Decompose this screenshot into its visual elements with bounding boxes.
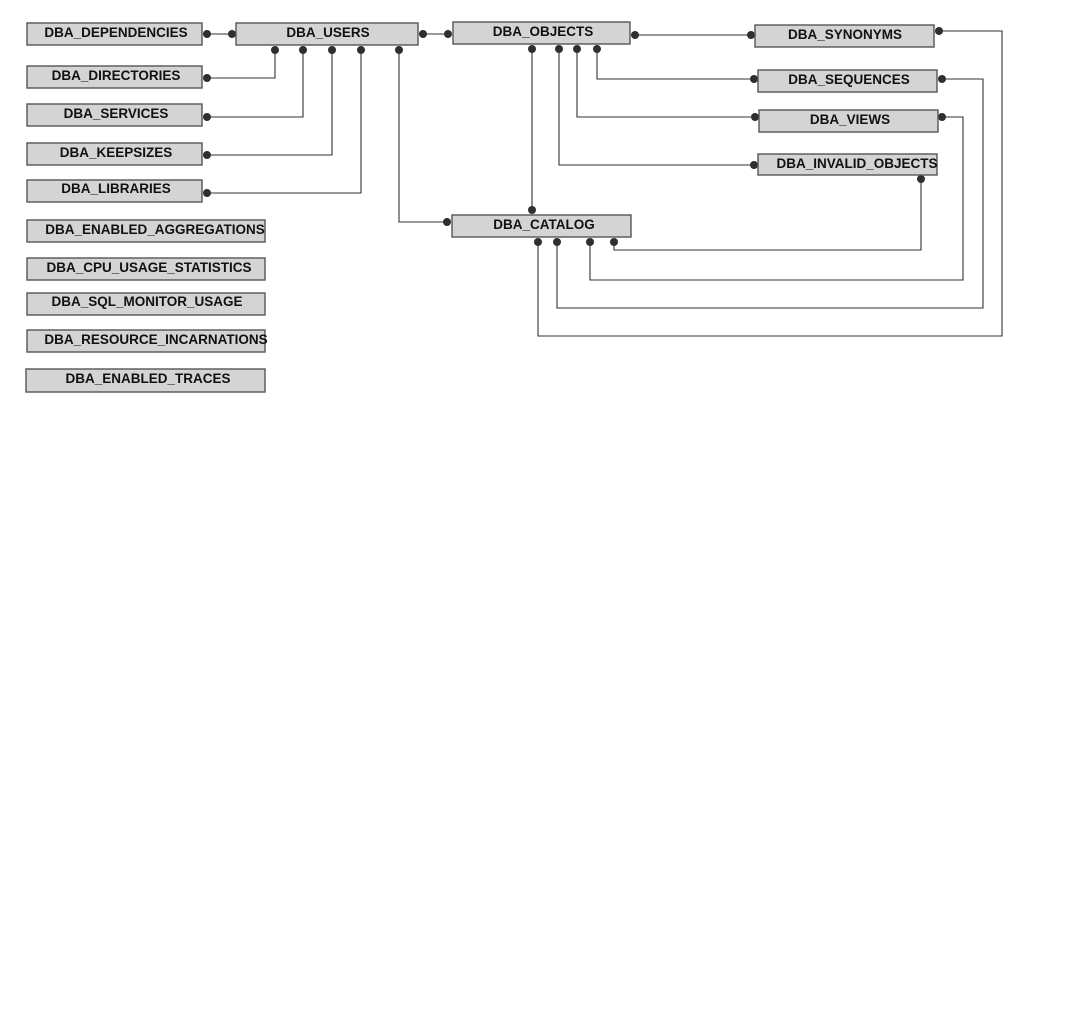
connector-line xyxy=(207,50,276,79)
connector-line xyxy=(558,49,754,166)
connector-endpoint-dot xyxy=(299,46,307,54)
connector-dba_objects-to-dba_invalid_objects xyxy=(555,45,758,169)
connector-line xyxy=(207,50,362,194)
connector-dba_users-to-dba_keepsizes xyxy=(203,46,336,159)
connector-dba_users-to-dba_objects xyxy=(419,30,452,38)
connector-line xyxy=(613,179,922,251)
connector-endpoint-dot xyxy=(917,175,925,183)
connector-endpoint-dot xyxy=(271,46,279,54)
connector-endpoint-dot xyxy=(586,238,594,246)
node-dba-invalid-objects[interactable]: DBA_INVALID_OBJECTS xyxy=(757,153,938,176)
node-dba-objects[interactable]: DBA_OBJECTS xyxy=(452,21,631,45)
node-dba-sequences[interactable]: DBA_SEQUENCES xyxy=(757,69,938,93)
connector-line xyxy=(537,30,1003,337)
connector-endpoint-dot xyxy=(751,113,759,121)
connector-line xyxy=(596,49,754,80)
connector-endpoint-dot xyxy=(750,161,758,169)
connector-endpoint-dot xyxy=(357,46,365,54)
node-label: DBA_OBJECTS xyxy=(493,24,594,39)
connector-endpoint-dot xyxy=(328,46,336,54)
connector-endpoint-dot xyxy=(528,206,536,214)
connector-endpoint-dot xyxy=(935,27,943,35)
node-dba-synonyms[interactable]: DBA_SYNONYMS xyxy=(754,24,935,48)
node-label: DBA_VIEWS xyxy=(810,112,890,127)
node-label: DBA_DEPENDENCIES xyxy=(44,25,187,40)
node-label: DBA_SYNONYMS xyxy=(788,27,902,42)
connector-endpoint-dot xyxy=(395,46,403,54)
connector-endpoint-dot xyxy=(747,31,755,39)
connector-line xyxy=(589,116,964,281)
node-label: DBA_USERS xyxy=(286,25,369,40)
node-label: DBA_DIRECTORIES xyxy=(52,68,181,83)
connector-dba_users-to-dba_directories xyxy=(203,46,279,82)
connector-endpoint-dot xyxy=(553,238,561,246)
connector-line xyxy=(398,50,447,223)
node-dba-views[interactable]: DBA_VIEWS xyxy=(758,109,939,133)
connector-endpoint-dot xyxy=(528,45,536,53)
connector-dba_objects-to-dba_synonyms xyxy=(631,31,755,39)
node-label: DBA_SERVICES xyxy=(64,106,169,121)
connector-endpoint-dot xyxy=(228,30,236,38)
node-dba-users[interactable]: DBA_USERS xyxy=(235,22,419,46)
connector-lines xyxy=(203,27,1003,337)
node-dba-resource-incarnations[interactable]: DBA_RESOURCE_INCARNATIONS xyxy=(26,329,268,353)
node-label: DBA_LIBRARIES xyxy=(61,181,171,196)
table-nodes: DBA_DEPENDENCIES DBA_USERS DBA_OBJECTS D… xyxy=(25,21,939,393)
connector-dba_objects-to-dba_sequences xyxy=(593,45,758,83)
node-label: DBA_ENABLED_AGGREGATIONS xyxy=(45,222,265,237)
connector-endpoint-dot xyxy=(631,31,639,39)
node-dba-enabled-traces[interactable]: DBA_ENABLED_TRACES xyxy=(25,368,266,393)
connector-dba_objects-to-dba_catalog xyxy=(528,45,536,214)
connector-line xyxy=(207,50,333,156)
node-label: DBA_CPU_USAGE_STATISTICS xyxy=(46,260,251,275)
connector-endpoint-dot xyxy=(938,113,946,121)
connector-dba_views-to-dba_catalog xyxy=(586,113,964,281)
connector-line xyxy=(556,78,984,309)
node-label: DBA_CATALOG xyxy=(493,217,595,232)
connector-endpoint-dot xyxy=(938,75,946,83)
node-dba-directories[interactable]: DBA_DIRECTORIES xyxy=(26,65,203,89)
connector-endpoint-dot xyxy=(443,218,451,226)
connector-endpoint-dot xyxy=(593,45,601,53)
connector-endpoint-dot xyxy=(534,238,542,246)
connector-dba_dependencies-to-dba_users xyxy=(203,30,236,38)
connector-endpoint-dot xyxy=(610,238,618,246)
connector-endpoint-dot xyxy=(203,74,211,82)
connector-dba_invalid_objects-to-dba_catalog xyxy=(610,175,925,251)
node-label: DBA_SQL_MONITOR_USAGE xyxy=(51,294,242,309)
connector-endpoint-dot xyxy=(444,30,452,38)
connector-dba_users-to-dba_catalog xyxy=(395,46,451,226)
connector-endpoint-dot xyxy=(555,45,563,53)
node-label: DBA_SEQUENCES xyxy=(788,72,910,87)
connector-dba_users-to-dba_services xyxy=(203,46,307,121)
node-dba-keepsizes[interactable]: DBA_KEEPSIZES xyxy=(26,142,203,166)
node-dba-sql-monitor-usage[interactable]: DBA_SQL_MONITOR_USAGE xyxy=(26,292,266,316)
connector-endpoint-dot xyxy=(203,30,211,38)
node-dba-enabled-aggregations[interactable]: DBA_ENABLED_AGGREGATIONS xyxy=(26,219,266,243)
connector-line xyxy=(576,49,755,118)
connector-endpoint-dot xyxy=(573,45,581,53)
connector-endpoint-dot xyxy=(203,113,211,121)
node-dba-services[interactable]: DBA_SERVICES xyxy=(26,103,203,127)
node-label: DBA_INVALID_OBJECTS xyxy=(776,156,937,171)
connector-endpoint-dot xyxy=(419,30,427,38)
node-label: DBA_KEEPSIZES xyxy=(60,145,173,160)
node-label: DBA_ENABLED_TRACES xyxy=(65,371,230,386)
connector-endpoint-dot xyxy=(203,151,211,159)
connector-dba_synonyms-to-dba_catalog xyxy=(534,27,1003,337)
connector-dba_objects-to-dba_views xyxy=(573,45,759,121)
connector-endpoint-dot xyxy=(203,189,211,197)
connector-dba_users-to-dba_libraries xyxy=(203,46,365,197)
connector-endpoint-dot xyxy=(750,75,758,83)
node-dba-dependencies[interactable]: DBA_DEPENDENCIES xyxy=(26,22,203,46)
connector-dba_sequences-to-dba_catalog xyxy=(553,75,984,309)
node-dba-cpu-usage-statistics[interactable]: DBA_CPU_USAGE_STATISTICS xyxy=(26,257,266,281)
node-dba-libraries[interactable]: DBA_LIBRARIES xyxy=(26,179,203,203)
node-label: DBA_RESOURCE_INCARNATIONS xyxy=(44,332,267,347)
connector-line xyxy=(207,50,304,118)
node-dba-catalog[interactable]: DBA_CATALOG xyxy=(451,214,632,238)
